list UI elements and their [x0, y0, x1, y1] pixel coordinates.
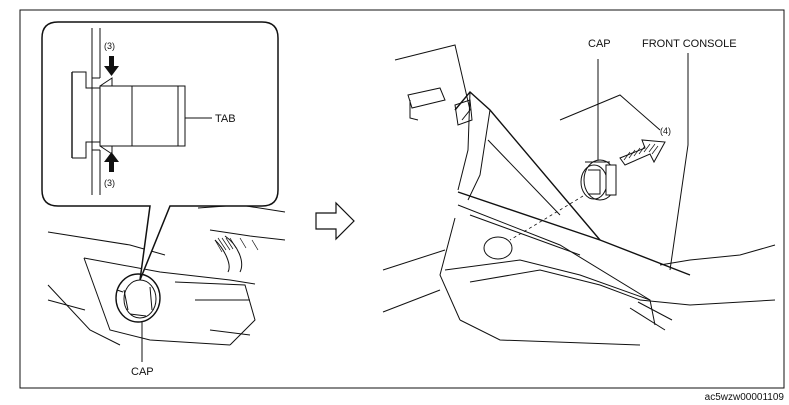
push-arrow-icon: [104, 152, 119, 172]
tab-label: TAB: [215, 113, 236, 125]
cap-label-left: CAP: [131, 366, 154, 378]
left-vehicle-illustration: [47, 204, 286, 362]
figure-id: ac5wzw00001109: [705, 392, 785, 403]
hatched-pull-arrow-icon: [619, 139, 666, 166]
push-arrow-icon: [104, 56, 119, 76]
cap-part: [580, 159, 617, 201]
step-label-bottom: (3): [104, 178, 115, 188]
right-vehicle-illustration: [382, 44, 776, 346]
step-label-right: (4): [660, 126, 671, 136]
step-label-top: (3): [104, 41, 115, 51]
hollow-right-arrow-icon: [315, 201, 355, 241]
front-console-label: FRONT CONSOLE: [642, 38, 737, 50]
cap-label-right: CAP: [588, 38, 611, 50]
tab-detail-callout: (3) (3) TAB: [41, 21, 279, 281]
